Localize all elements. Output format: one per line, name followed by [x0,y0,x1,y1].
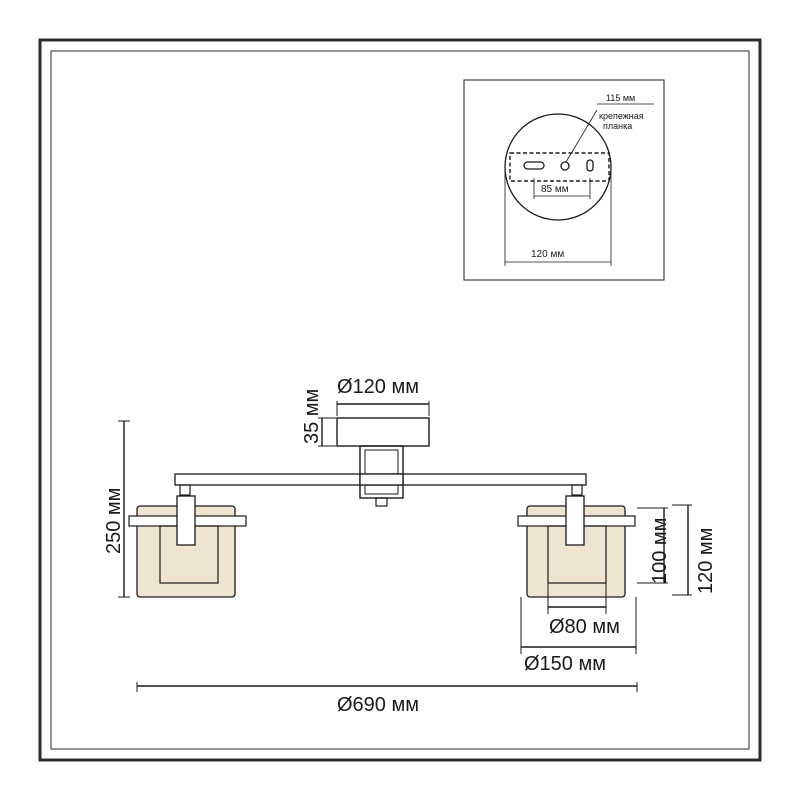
dim-115-label: 115 мм [606,93,635,103]
left-connector [179,484,191,496]
center-body [359,445,404,499]
center-body-inner [364,449,399,495]
outer-frame [38,38,762,762]
inset-panel: 115 мм крепежная планка 85 мм 120 мм [463,79,665,281]
total-height-label: 250 мм [103,488,125,554]
right-connector [571,484,583,496]
right-socket [565,495,585,546]
right-slot [586,159,594,172]
canopy-diameter-label: Ø120 мм [337,376,419,398]
canopy-top-circle [504,113,612,221]
left-socket [176,495,196,546]
dim-85-label: 85 мм [541,184,569,195]
inner-diameter-label: Ø80 мм [549,616,620,638]
arm-center-joint [359,473,404,486]
plate-label-1: крепежная [599,111,644,121]
dim-120-label: 120 мм [531,249,564,260]
shade-height-label: 100 мм [649,518,671,584]
mounting-plate [509,152,610,182]
fixture-drawing: Ø120 мм 35 мм [103,376,717,716]
right-shade [517,484,636,598]
plate-label-2: планка [603,121,632,131]
shade-total-height-label: 120 мм [695,528,717,594]
center-hole [560,161,570,171]
left-slot [523,161,545,170]
canopy-height-label: 35 мм [301,389,323,444]
center-knob [375,497,388,507]
left-shade [128,484,247,598]
inset-border [463,79,665,281]
total-width-label: Ø690 мм [337,694,419,716]
shade-diameter-label: Ø150 мм [524,653,606,675]
canopy [336,417,430,447]
plate-leader [565,109,598,163]
inner-frame [50,50,750,750]
